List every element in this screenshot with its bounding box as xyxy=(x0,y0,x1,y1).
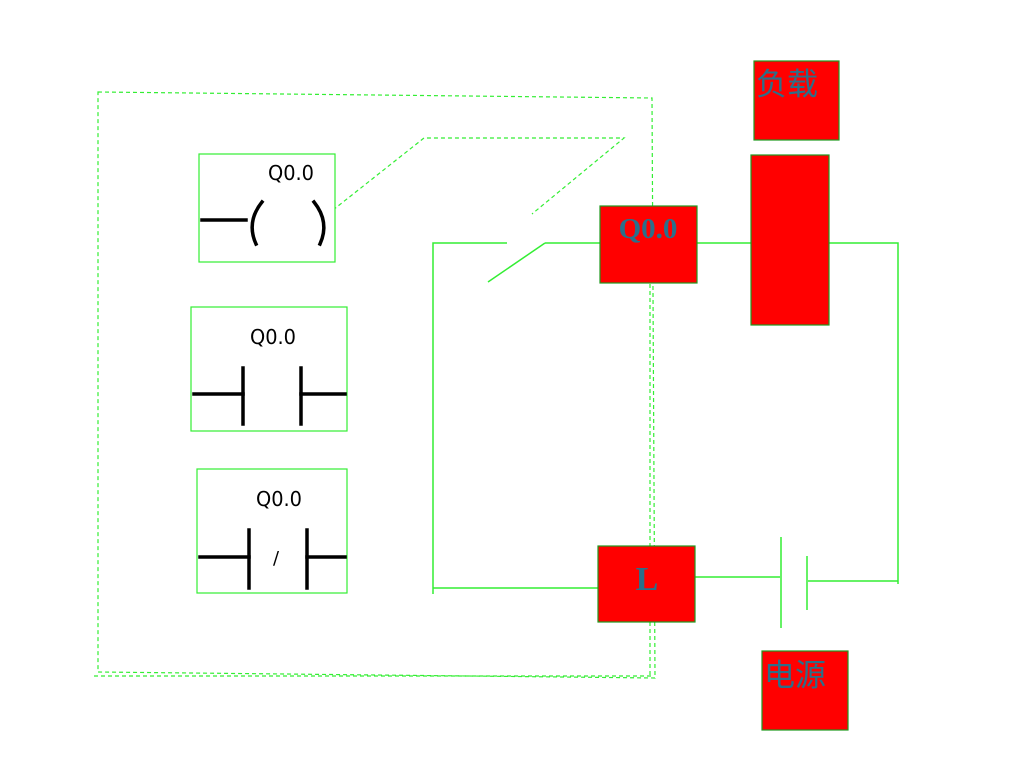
dashed-frame xyxy=(94,91,656,679)
battery-symbol xyxy=(780,537,808,628)
coil-link-dashed xyxy=(332,137,626,215)
circuit-wires xyxy=(432,242,899,594)
relay-label: Q0.0 xyxy=(619,213,678,245)
l-box: L xyxy=(597,545,696,623)
power-label: 电源 xyxy=(764,658,826,694)
no-contact-address: Q0.0 xyxy=(250,325,296,349)
nc-contact-address: Q0.0 xyxy=(256,487,302,511)
nc-contact-slash: / xyxy=(273,548,280,569)
power-label-box: 电源 xyxy=(761,650,849,731)
load-label-box: 负载 xyxy=(753,60,840,141)
relay-box: Q0.0 xyxy=(599,205,698,284)
load-label: 负载 xyxy=(756,67,818,103)
coil-address: Q0.0 xyxy=(268,161,314,185)
normally-closed-contact-symbol: Q0.0 / xyxy=(196,468,348,594)
output-coil-symbol: Q0.0 xyxy=(198,153,336,263)
normally-open-contact-symbol: Q0.0 xyxy=(190,306,348,432)
l-label: L xyxy=(636,561,659,598)
load-bar xyxy=(750,154,830,326)
